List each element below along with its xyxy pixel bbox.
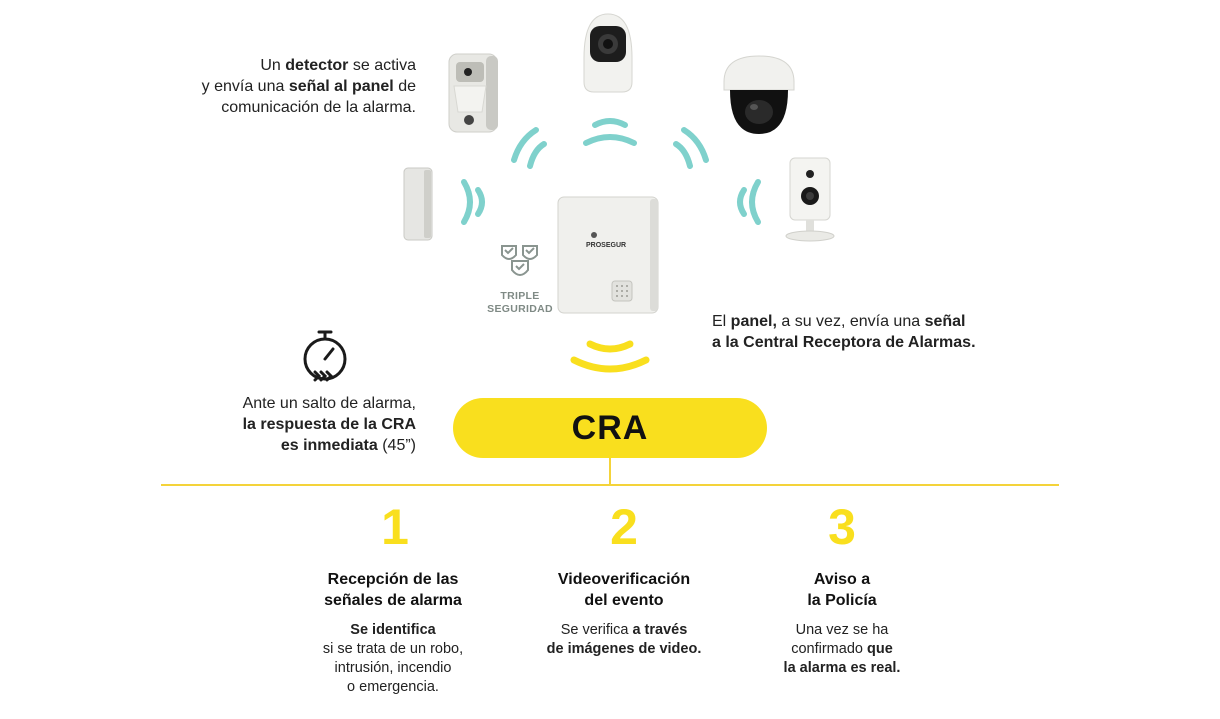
step-description: Se identifica si se trata de un robo, in…: [322, 622, 464, 695]
divider-line: [161, 484, 1059, 486]
cra-label: CRA: [453, 398, 767, 458]
step-title: Aviso a la Policía: [807, 571, 877, 609]
door-contact-icon: [402, 166, 434, 242]
connector-line: [609, 458, 611, 485]
wave-signal-icon: [730, 178, 764, 226]
panel-description: El panel, a su vez, envía una señal a la…: [712, 313, 976, 351]
cube-camera-icon: [785, 156, 835, 242]
wave-signal-icon: [581, 115, 639, 149]
step-description: Se verifica a través de imágenes de vide…: [546, 622, 702, 657]
step-number: 2: [610, 499, 638, 555]
motion-detector-icon: [446, 52, 502, 134]
dome-camera-icon: [720, 52, 798, 136]
cra-response-description: Ante un salto de alarma, la respuesta de…: [242, 395, 416, 454]
wave-signal-icon: [458, 178, 492, 226]
stopwatch-icon: [300, 328, 350, 384]
alarm-panel-icon: [556, 195, 662, 315]
step-title: Recepción de las señales de alarma: [324, 571, 462, 609]
panel-brand-label: PROSEGUR: [586, 242, 627, 249]
detector-description: Un detector se activa y envía una señal …: [201, 57, 416, 116]
triple-seguridad-label: TRIPLE SEGURIDAD: [487, 290, 553, 315]
step-title: Videoverificación del evento: [557, 571, 691, 609]
wave-signal-icon: [568, 338, 652, 378]
dome-camera-icon: [578, 12, 638, 94]
step-number: 3: [828, 499, 856, 555]
wave-signal-icon: [506, 126, 548, 172]
triple-shield-icon: [499, 243, 541, 281]
step-description: Una vez se ha confirmado que la alarma e…: [783, 622, 901, 676]
wave-signal-icon: [672, 126, 714, 172]
step-number: 1: [381, 499, 409, 555]
